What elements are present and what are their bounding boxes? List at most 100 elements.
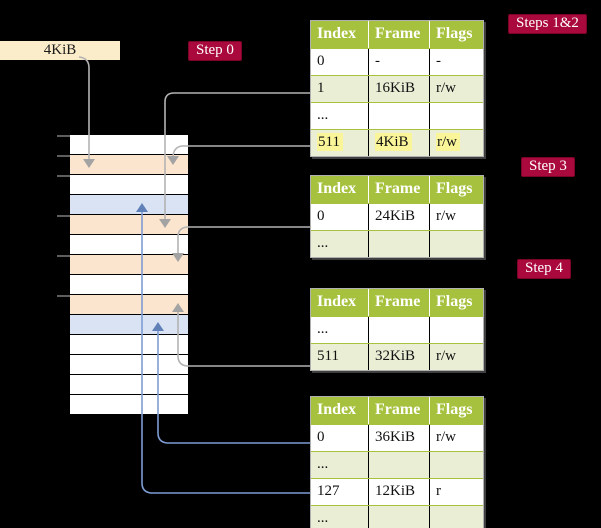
- table-cell: r/w: [429, 425, 483, 451]
- memory-boundary-tick: [57, 135, 70, 137]
- memory-boundary-tick: [57, 155, 70, 157]
- column-header-flags: Flags: [429, 176, 483, 203]
- column-header-frame: Frame: [368, 176, 429, 203]
- memory-frame-row-blue: [70, 315, 188, 335]
- arrow-table2-row0-to-frame: [177, 226, 310, 253]
- step-0-badge: Step 0: [188, 41, 242, 61]
- table-cell: 1: [317, 80, 325, 96]
- column-header-index: Index: [317, 293, 357, 310]
- column-header-frame: Frame: [368, 397, 429, 424]
- table-cell: 0: [317, 53, 325, 69]
- table-cell: [429, 103, 483, 129]
- table-row: 511 4KiB r/w: [311, 129, 483, 156]
- memory-frame-row-white: [70, 395, 188, 415]
- memory-boundary-tick: [57, 175, 70, 177]
- memory-boundary-tick: [57, 255, 70, 257]
- memory-boundary-tick: [57, 295, 70, 297]
- table-cell: r/w: [429, 344, 483, 370]
- table-cell: [368, 231, 429, 257]
- arrow-table1-row511-to-frame: [172, 145, 310, 157]
- table-cell: [368, 103, 429, 129]
- table-cell: ...: [317, 321, 329, 337]
- table-row: ...: [311, 230, 483, 257]
- table-row: 0 --: [311, 48, 483, 75]
- memory-frame-row-peach: [70, 155, 188, 175]
- table-row: ...: [311, 102, 483, 129]
- table-cell: 511: [317, 348, 339, 364]
- memory-frame-row-white: [70, 335, 188, 355]
- table-row: ...: [311, 451, 483, 478]
- table-cell: [429, 231, 483, 257]
- table-row: ...: [311, 316, 483, 343]
- table-cell: [429, 452, 483, 478]
- highlighted-value: 511: [317, 133, 343, 151]
- memory-frame-row-peach: [70, 255, 188, 275]
- memory-frame-row-white: [70, 375, 188, 395]
- highlighted-value: 4KiB: [375, 133, 412, 151]
- table-cell: r/w: [429, 204, 483, 230]
- physical-memory-stack: [70, 135, 188, 415]
- table-row: ...: [311, 505, 483, 528]
- table-cell: 36KiB: [368, 425, 429, 451]
- table-cell: 16KiB: [368, 76, 429, 102]
- column-header-index: Index: [317, 25, 357, 42]
- memory-frame-row-blue: [70, 195, 188, 215]
- step-4-badge: Step 4: [517, 259, 571, 279]
- column-header-index: Index: [317, 180, 357, 197]
- table-cell: [368, 452, 429, 478]
- table-cell: 24KiB: [368, 204, 429, 230]
- table-cell: 12KiB: [368, 479, 429, 505]
- column-header-index: Index: [317, 401, 357, 418]
- memory-frame-row-peach: [70, 295, 188, 315]
- table-cell: ...: [317, 235, 329, 251]
- table-cell: r: [429, 479, 483, 505]
- table-cell: 32KiB: [368, 344, 429, 370]
- page-size-box: 4KiB: [0, 41, 120, 60]
- table-cell: r/w: [429, 76, 483, 102]
- memory-frame-row-white: [70, 135, 188, 155]
- table-cell: 511: [311, 130, 368, 156]
- table-cell: ...: [317, 510, 329, 526]
- table-cell: [429, 317, 483, 343]
- memory-frame-row-peach: [70, 215, 188, 235]
- highlighted-value: r/w: [436, 133, 460, 151]
- table-cell: [368, 506, 429, 528]
- table-cell: [429, 506, 483, 528]
- steps-1-2-badge: Steps 1&2: [508, 14, 587, 34]
- table-cell: -: [429, 49, 483, 75]
- table-cell: 127: [317, 483, 340, 499]
- table-cell: 0: [317, 429, 325, 445]
- memory-frame-row-white: [70, 235, 188, 255]
- table-cell: 4KiB: [368, 130, 429, 156]
- column-header-flags: Flags: [429, 397, 483, 424]
- table-cell: [368, 317, 429, 343]
- step-3-badge: Step 3: [521, 157, 575, 177]
- memory-frame-row-white: [70, 355, 188, 375]
- memory-frame-row-white: [70, 275, 188, 295]
- memory-frame-row-white: [70, 175, 188, 195]
- table-cell: 0: [317, 208, 325, 224]
- column-header-frame: Frame: [368, 289, 429, 316]
- column-header-flags: Flags: [429, 289, 483, 316]
- column-header-frame: Frame: [368, 21, 429, 48]
- table-cell: r/w: [429, 130, 483, 156]
- table-cell: ...: [317, 107, 329, 123]
- table-cell: -: [368, 49, 429, 75]
- column-header-flags: Flags: [429, 21, 483, 48]
- memory-boundary-tick: [57, 215, 70, 217]
- arrow-table3-row511-to-frame: [177, 312, 310, 367]
